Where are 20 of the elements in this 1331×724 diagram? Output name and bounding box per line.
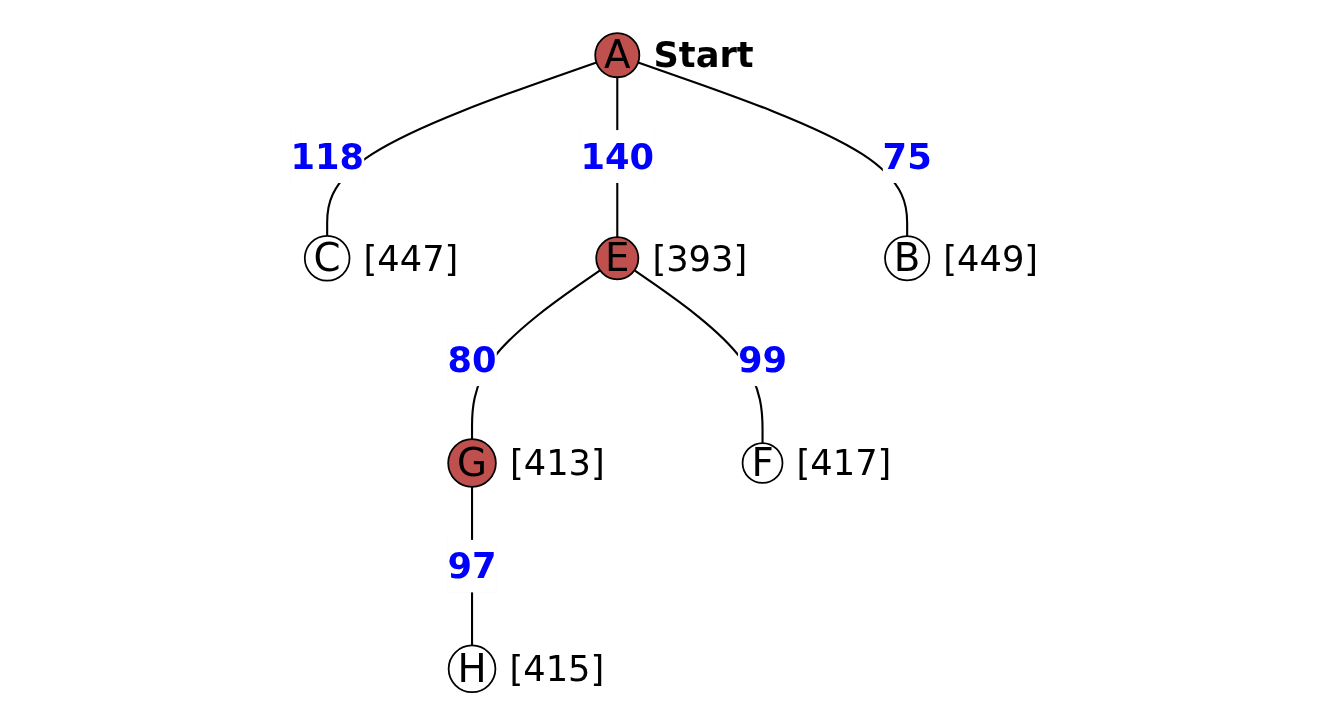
node-annotation: Start [652, 34, 754, 76]
node-annotation: [447] [363, 237, 458, 279]
edge-label: 80 [447, 333, 497, 387]
node-circle: F [741, 440, 783, 486]
edge-label: 75 [882, 130, 932, 183]
node-circle: G [446, 438, 497, 488]
edge-label: 140 [580, 130, 654, 183]
edge-label: 99 [737, 333, 787, 387]
edge-label: 97 [447, 539, 497, 593]
node-circle: B [883, 235, 930, 282]
edge-label: 118 [289, 130, 364, 183]
node-annotation: [393] [651, 237, 747, 279]
node-circle: C [303, 234, 350, 282]
node-annotation: [413] [509, 442, 605, 484]
node-annotation: [415] [509, 648, 604, 690]
node-circle: A [593, 32, 640, 79]
node-circle: E [594, 236, 639, 281]
node-annotation: [417] [796, 442, 891, 484]
node-annotation: [449] [942, 237, 1038, 279]
node-circle: H [447, 644, 496, 694]
